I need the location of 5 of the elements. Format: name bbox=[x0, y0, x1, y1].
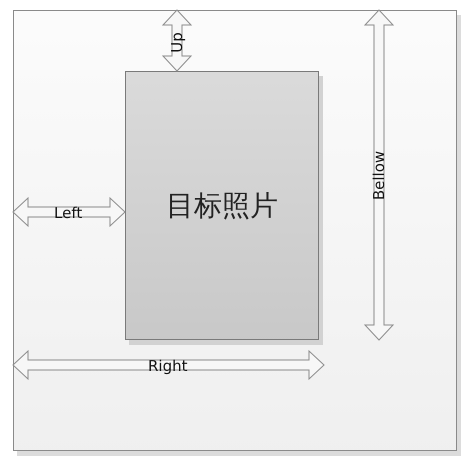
dimension-label: Bellow bbox=[372, 150, 387, 200]
box-title: 目标照片 bbox=[166, 188, 278, 224]
dimension-label: Right bbox=[148, 358, 188, 374]
dimension-label: Left bbox=[54, 206, 82, 220]
dimension-label: Up bbox=[169, 32, 184, 52]
